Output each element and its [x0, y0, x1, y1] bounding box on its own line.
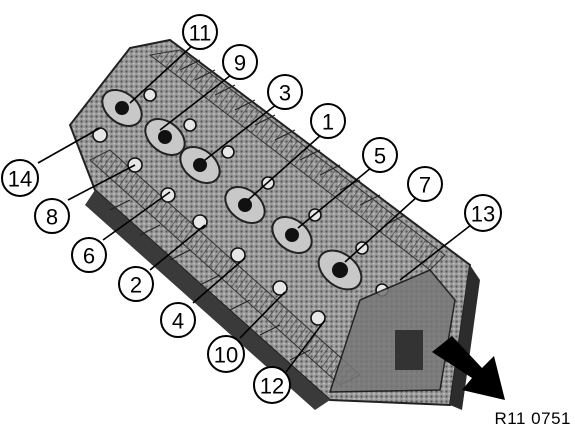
svg-text:8: 8 [46, 205, 58, 230]
svg-text:10: 10 [214, 343, 238, 368]
callout-10: 10 [207, 335, 245, 373]
svg-text:13: 13 [471, 202, 495, 227]
callouts: 11 9 3 1 5 7 13 14 8 6 2 4 10 12 [1, 14, 502, 404]
svg-text:2: 2 [130, 273, 142, 298]
callout-7: 7 [407, 166, 443, 202]
svg-text:12: 12 [260, 374, 284, 399]
svg-text:3: 3 [279, 81, 291, 106]
leader-lines [37, 44, 472, 373]
svg-text:14: 14 [8, 167, 32, 192]
callout-4: 4 [160, 302, 196, 338]
callout-2: 2 [118, 266, 154, 302]
callout-3: 3 [267, 74, 303, 110]
figure-reference-code: R11 0751 [494, 409, 571, 428]
callout-1: 1 [310, 103, 346, 139]
callout-12: 12 [253, 366, 291, 404]
svg-text:5: 5 [374, 144, 386, 169]
callout-11: 11 [182, 14, 218, 50]
svg-text:9: 9 [234, 51, 246, 76]
svg-text:1: 1 [322, 110, 334, 135]
callout-6: 6 [71, 237, 107, 273]
svg-text:11: 11 [189, 21, 212, 46]
callout-14: 14 [1, 159, 39, 197]
direction-arrow-icon [432, 336, 505, 400]
callout-5: 5 [362, 137, 398, 173]
cylinder-head-illustration [68, 38, 480, 410]
callout-8: 8 [34, 198, 70, 234]
svg-text:7: 7 [419, 173, 431, 198]
svg-text:4: 4 [172, 309, 184, 334]
svg-text:6: 6 [83, 244, 95, 269]
callout-9: 9 [222, 44, 258, 80]
callout-13: 13 [464, 194, 502, 232]
